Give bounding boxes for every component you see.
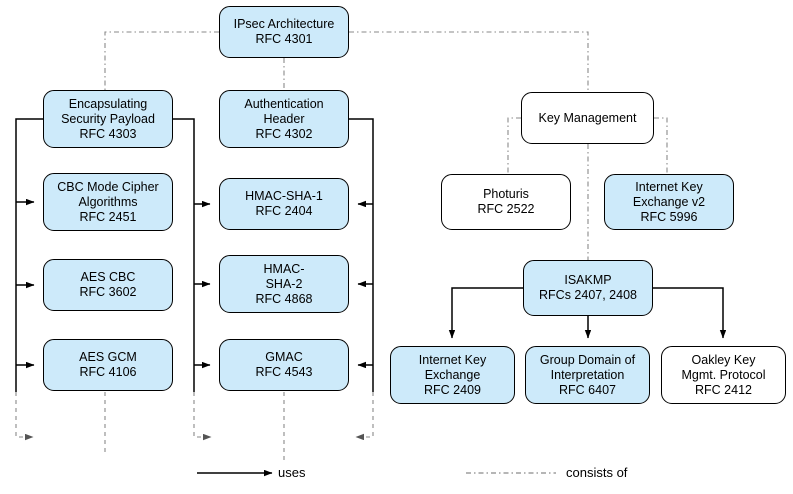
uses-esp-left-bus xyxy=(15,118,43,392)
consists-of-stub-left xyxy=(15,392,34,441)
consists-of-keymgmt-to-ikev2 xyxy=(654,117,668,174)
node-photuris-line-0: Photuris xyxy=(483,187,529,201)
node-ipsec-architecture-line-1: RFC 4301 xyxy=(255,32,313,46)
node-hmac-sha-2-line-2: RFC 4868 xyxy=(255,291,313,306)
node-hmac-sha-2-line-1: SHA-2 xyxy=(265,276,303,291)
node-cbc-mode-cipher-algorithms-line-0: CBC Mode Cipher xyxy=(57,179,159,194)
uses-isakmp-to-ike xyxy=(448,287,523,339)
node-oakley-key-mgmt-protocol-line-1: Mgmt. Protocol xyxy=(681,367,766,382)
node-cbc-mode-cipher-algorithms-line-2: RFC 2451 xyxy=(79,209,137,224)
consists-of-stub-middle xyxy=(193,392,212,441)
node-authentication-header-line-2: RFC 4302 xyxy=(255,126,313,141)
node-internet-key-exchange-line-1: Exchange xyxy=(424,367,481,382)
node-hmac-sha-2-line-0: HMAC- xyxy=(263,261,305,276)
consists-of-stub-right xyxy=(355,392,374,441)
node-internet-key-exchange-v2-line-0: Internet Key xyxy=(635,179,703,194)
node-encapsulating-security-payload-line-1: Security Payload xyxy=(61,111,155,126)
node-internet-key-exchange-line-2: RFC 2409 xyxy=(424,382,481,397)
node-encapsulating-security-payload-line-2: RFC 4303 xyxy=(79,126,137,141)
uses-isakmp-to-oakley xyxy=(653,287,727,339)
node-cbc-mode-cipher-algorithms-line-1: Algorithms xyxy=(78,194,138,209)
node-gmac-line-0: GMAC xyxy=(265,350,303,364)
node-aes-cbc-line-0: AES CBC xyxy=(80,270,136,284)
node-authentication-header-line-0: Authentication xyxy=(244,96,324,111)
node-group-domain-of-interpretation-line-0: Group Domain of xyxy=(539,352,636,367)
node-aes-gcm-line-0: AES GCM xyxy=(79,350,137,364)
node-aes-cbc-line-1: RFC 3602 xyxy=(79,285,137,299)
consists-of-keymgmt-to-photuris xyxy=(507,117,521,174)
node-key-management[interactable]: Key Management xyxy=(521,92,654,144)
node-aes-gcm-line-1: RFC 4106 xyxy=(79,365,137,379)
node-key-management-line-0: Key Management xyxy=(538,110,637,125)
consists-of-ipsec-to-esp xyxy=(104,31,219,90)
node-photuris-line-1: RFC 2522 xyxy=(477,202,535,216)
node-group-domain-of-interpretation-line-2: RFC 6407 xyxy=(559,382,616,397)
node-hmac-sha-1-line-0: HMAC-SHA-1 xyxy=(245,189,323,203)
node-oakley-key-mgmt-protocol-line-0: Oakley Key xyxy=(691,352,756,367)
node-isakmp-line-0: ISAKMP xyxy=(564,273,612,287)
uses-connectors xyxy=(15,118,727,392)
node-oakley-key-mgmt-protocol-line-2: RFC 2412 xyxy=(695,382,752,397)
legend-consists-of-label: consists of xyxy=(566,465,628,480)
node-internet-key-exchange-v2-line-2: RFC 5996 xyxy=(640,209,698,224)
node-ipsec-architecture-line-0: IPsec Architecture xyxy=(233,17,335,31)
node-encapsulating-security-payload-line-0: Encapsulating xyxy=(68,96,148,111)
uses-ah-right-bus xyxy=(349,118,374,392)
node-internet-key-exchange-line-0: Internet Key xyxy=(418,352,487,367)
node-gmac-line-1: RFC 4543 xyxy=(255,365,313,379)
consists-of-ipsec-to-keymgmt xyxy=(349,31,589,92)
consists-of-connectors xyxy=(104,31,668,260)
legend-uses-label: uses xyxy=(278,465,306,480)
consists-of-open-stubs xyxy=(15,392,374,462)
node-authentication-header-line-1: Header xyxy=(263,111,305,126)
node-internet-key-exchange-v2-line-1: Exchange v2 xyxy=(632,194,706,209)
node-hmac-sha-1-line-1: RFC 2404 xyxy=(255,204,313,218)
node-isakmp-line-1: RFCs 2407, 2408 xyxy=(539,288,637,302)
uses-esp-right-bus xyxy=(173,118,195,392)
node-group-domain-of-interpretation-line-1: Interpretation xyxy=(550,367,625,382)
